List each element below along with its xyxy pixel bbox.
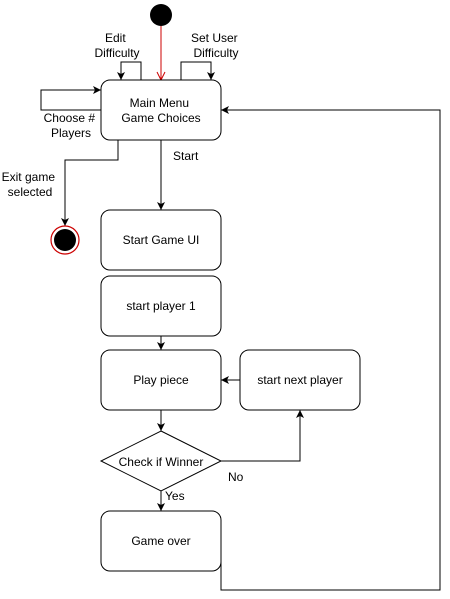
final-state [54, 229, 76, 251]
edge-label-no: No [228, 470, 244, 484]
edge-label-edit-difficulty: Edit Difficulty [94, 31, 139, 60]
node-play-piece-label: Play piece [133, 373, 189, 387]
node-start-game-ui [100, 209, 222, 271]
edge-set-user-difficulty [180, 61, 215, 80]
node-start-game-ui-label: Start Game UI [123, 233, 200, 247]
edge-no [221, 410, 304, 462]
node-game-over-label: Game over [131, 534, 190, 548]
edge-game-over-to-main-menu [220, 106, 441, 591]
edge-label-choose-players: Choose # Players [44, 111, 99, 140]
node-start-next-player-label: start next player [257, 373, 342, 387]
node-main-menu-label: Main Menu Game Choices [121, 96, 200, 125]
edge-exit-game [61, 140, 119, 226]
node-check-winner-label: Check if Winner [119, 455, 204, 469]
edge-choose-players [40, 86, 101, 111]
edge-edit-difficulty [117, 61, 142, 80]
node-main-menu [100, 79, 222, 141]
edge-label-start: Start [173, 149, 199, 163]
edge-label-set-user-difficulty: Set User Difficulty [191, 31, 241, 60]
edge-label-yes: Yes [165, 489, 185, 503]
initial-state [150, 4, 172, 26]
edge-label-exit-game: Exit game selected [2, 170, 59, 199]
node-start-player-1-label: start player 1 [126, 299, 196, 313]
